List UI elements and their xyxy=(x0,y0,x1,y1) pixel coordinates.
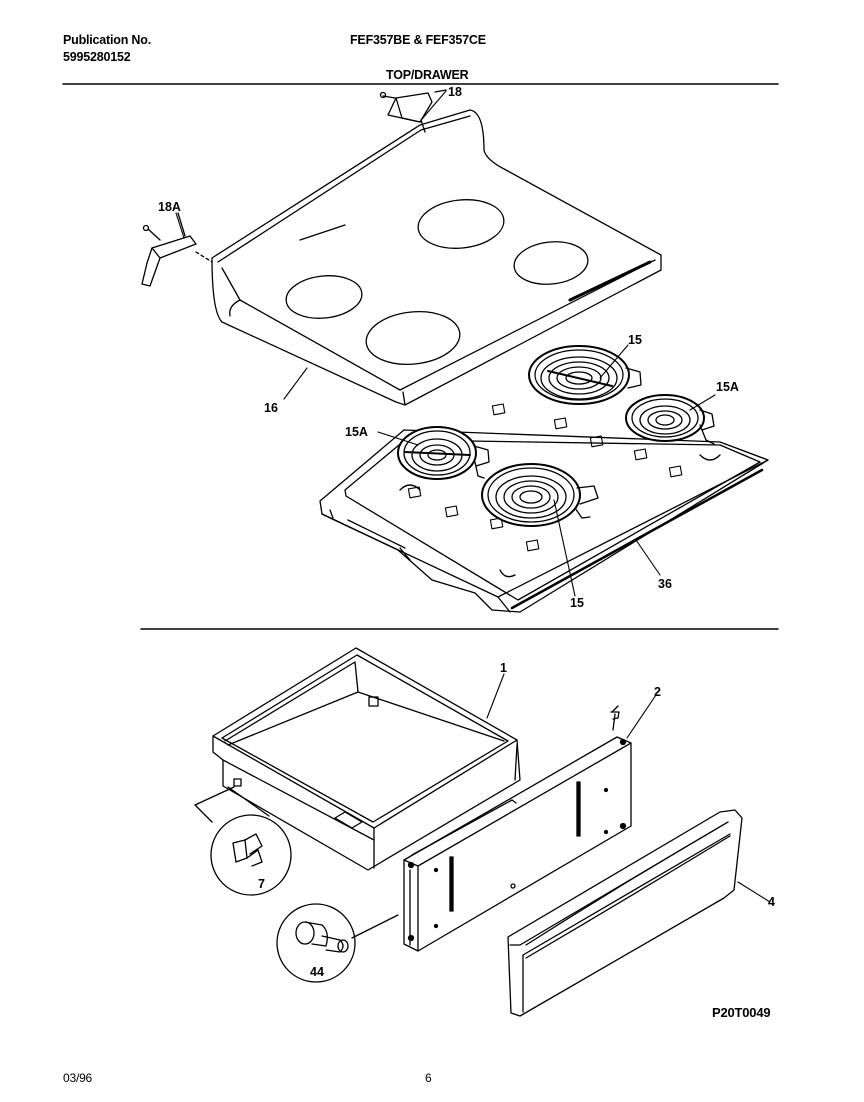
drawer-front-panel xyxy=(403,705,632,952)
callout-15a-left: 15A xyxy=(345,425,368,439)
callout-labels: 18 18A 16 15 15A 15A 15 36 1 2 4 7 44 xyxy=(158,85,775,979)
callout-1: 1 xyxy=(500,661,507,675)
burner-15a-left xyxy=(397,426,490,480)
callout-15a-right: 15A xyxy=(716,380,739,394)
bracket-18 xyxy=(379,89,447,133)
burner-15-upper xyxy=(528,345,642,405)
diagram-id: P20T0049 xyxy=(712,1005,771,1020)
inset-part-44 xyxy=(276,903,399,983)
burner-15a-right xyxy=(625,394,715,445)
model-numbers: FEF357BE & FEF357CE xyxy=(350,33,486,47)
callout-16: 16 xyxy=(264,401,278,415)
publication-label: Publication No. xyxy=(63,33,151,47)
drawer-handle-trim xyxy=(507,809,743,1017)
leader-lines xyxy=(175,90,771,903)
callout-15-bottom: 15 xyxy=(570,596,584,610)
callout-2: 2 xyxy=(654,685,661,699)
burner-box-holes xyxy=(407,403,683,552)
section-title: TOP/DRAWER xyxy=(386,68,469,82)
drawer-box xyxy=(212,647,521,871)
publication-number: 5995280152 xyxy=(63,50,131,64)
callout-36: 36 xyxy=(658,577,672,591)
footer-date: 03/96 xyxy=(63,1071,93,1085)
burner-15-lower xyxy=(481,463,599,527)
callout-18a: 18A xyxy=(158,200,181,214)
callout-7: 7 xyxy=(258,877,265,891)
callout-44: 44 xyxy=(310,965,324,979)
callout-15-top: 15 xyxy=(628,333,642,347)
inset-part-7 xyxy=(194,786,292,896)
bracket-18a xyxy=(141,212,213,287)
page-number: 6 xyxy=(425,1071,432,1085)
cooktop-glass-top xyxy=(211,109,662,406)
callout-18: 18 xyxy=(448,85,462,99)
callout-4: 4 xyxy=(768,895,775,909)
